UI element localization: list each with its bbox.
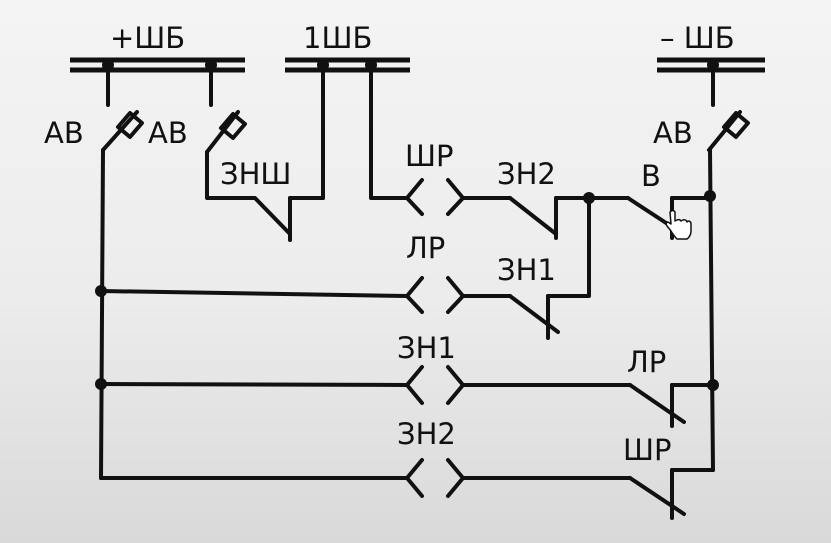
label-zn2-top: ЗН2 bbox=[497, 157, 556, 191]
label-av-right: АВ bbox=[653, 116, 693, 150]
label-znsh: ЗНШ bbox=[220, 157, 291, 191]
label-shr-row4: ШР bbox=[623, 433, 672, 467]
junction-node bbox=[95, 285, 107, 297]
label-lr-mid: ЛР bbox=[406, 231, 445, 265]
left-rail bbox=[99, 148, 105, 480]
label-av-left-1: АВ bbox=[44, 116, 84, 150]
label-v: В bbox=[641, 159, 661, 193]
breaker-av-right bbox=[707, 63, 750, 152]
breaker-av-second bbox=[205, 63, 247, 154]
bus-label-plus-shb: +ШБ bbox=[110, 21, 185, 55]
hand-pointer-icon bbox=[665, 209, 692, 240]
bus-plus-shb bbox=[70, 57, 245, 73]
junction-node bbox=[95, 378, 107, 390]
row4-wiring bbox=[99, 458, 715, 520]
bus-label-minus-shb: – ШБ bbox=[660, 21, 735, 55]
label-av-left-2: АВ bbox=[148, 116, 188, 150]
label-shr-top: ШР bbox=[405, 139, 454, 173]
right-rail bbox=[708, 148, 715, 472]
label-zn2-row4: ЗН2 bbox=[397, 417, 456, 451]
bus-1shb bbox=[285, 57, 410, 73]
row3-wiring bbox=[99, 365, 715, 428]
row2-wiring bbox=[99, 196, 591, 340]
junction-node bbox=[704, 190, 716, 202]
label-zn1-row3: ЗН1 bbox=[397, 331, 456, 365]
label-zn1-mid: ЗН1 bbox=[497, 253, 556, 287]
contact-znsh bbox=[205, 63, 325, 242]
breaker-av-left bbox=[101, 63, 144, 152]
label-lr-row3: ЛР bbox=[627, 345, 666, 379]
bus-label-1shb: 1ШБ bbox=[303, 21, 372, 55]
